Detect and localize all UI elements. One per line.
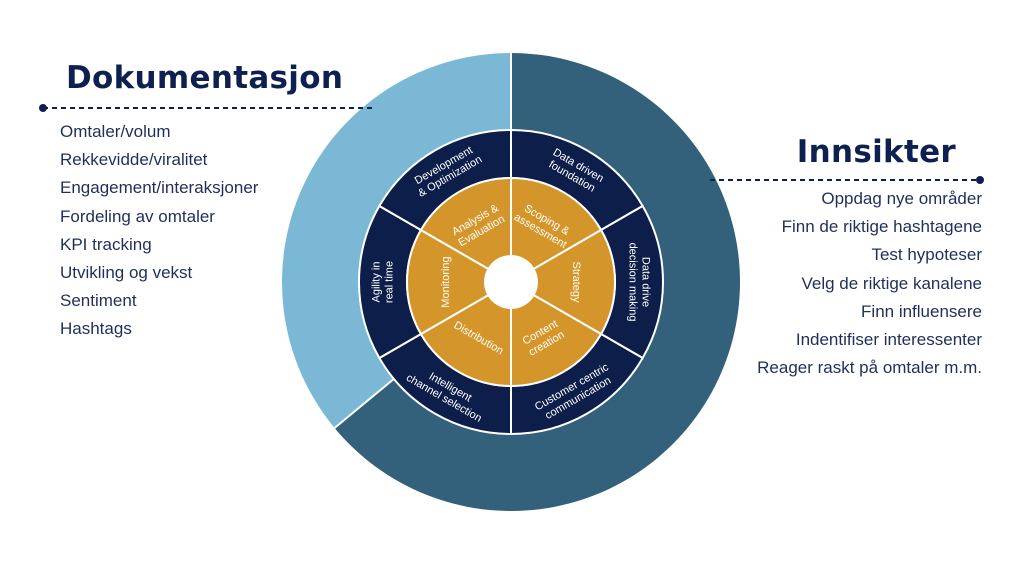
outer-ring-divider bbox=[333, 378, 395, 429]
dokumentasjon-list-item: Sentiment bbox=[60, 291, 137, 311]
dokumentasjon-connector-dot bbox=[39, 104, 47, 112]
dokumentasjon-list-item: Utvikling og vekst bbox=[60, 262, 193, 282]
dokumentasjon-list-item: Hashtags bbox=[60, 319, 132, 339]
middle-ring-label: real time bbox=[383, 261, 395, 303]
middle-ring-label: decision making bbox=[627, 243, 639, 322]
innsikter-list-item: Finn de riktige hashtagene bbox=[781, 217, 982, 237]
innsikter-list-item: Reager raskt på omtaler m.m. bbox=[757, 358, 982, 378]
innsikter-title: Innsikter bbox=[796, 134, 956, 170]
innsikter-list-item: Test hypoteser bbox=[871, 245, 982, 265]
innsikter-list-item: Finn influensere bbox=[861, 301, 982, 321]
wheel-center-hole bbox=[485, 256, 537, 308]
innsikter-list-item: Indentifiser interessenter bbox=[795, 329, 982, 349]
inner-ring: Scoping &assessmentStrategyContentcreati… bbox=[406, 176, 616, 388]
inner-ring-label: Strategy bbox=[570, 262, 582, 303]
dokumentasjon-list-item: Omtaler/volum bbox=[60, 122, 171, 141]
connector-lines bbox=[39, 104, 984, 184]
outer-ring bbox=[281, 53, 740, 512]
middle-ring-label: Agility in bbox=[371, 262, 383, 303]
dokumentasjon-list-item: Engagement/interaksjoner bbox=[60, 178, 259, 198]
innsikter-list-item: Oppdag nye områder bbox=[821, 189, 982, 208]
innsikter-connector-dot bbox=[976, 176, 984, 184]
dokumentasjon-title: Dokumentasjon bbox=[66, 60, 344, 96]
dokumentasjon-list-item: KPI tracking bbox=[60, 234, 152, 254]
outer-ring-dokumentasjon-segment bbox=[281, 53, 511, 428]
middle-ring-label: Data drive bbox=[639, 257, 651, 307]
inner-ring-label: Monitoring bbox=[440, 256, 452, 307]
dokumentasjon-list-item: Rekkevidde/viralitet bbox=[60, 150, 208, 170]
outer-ring-insikter-segment bbox=[334, 53, 740, 512]
dokumentasjon-list-item: Fordeling av omtaler bbox=[60, 206, 215, 226]
innsikter-list-item: Velg de riktige kanalene bbox=[801, 273, 982, 293]
